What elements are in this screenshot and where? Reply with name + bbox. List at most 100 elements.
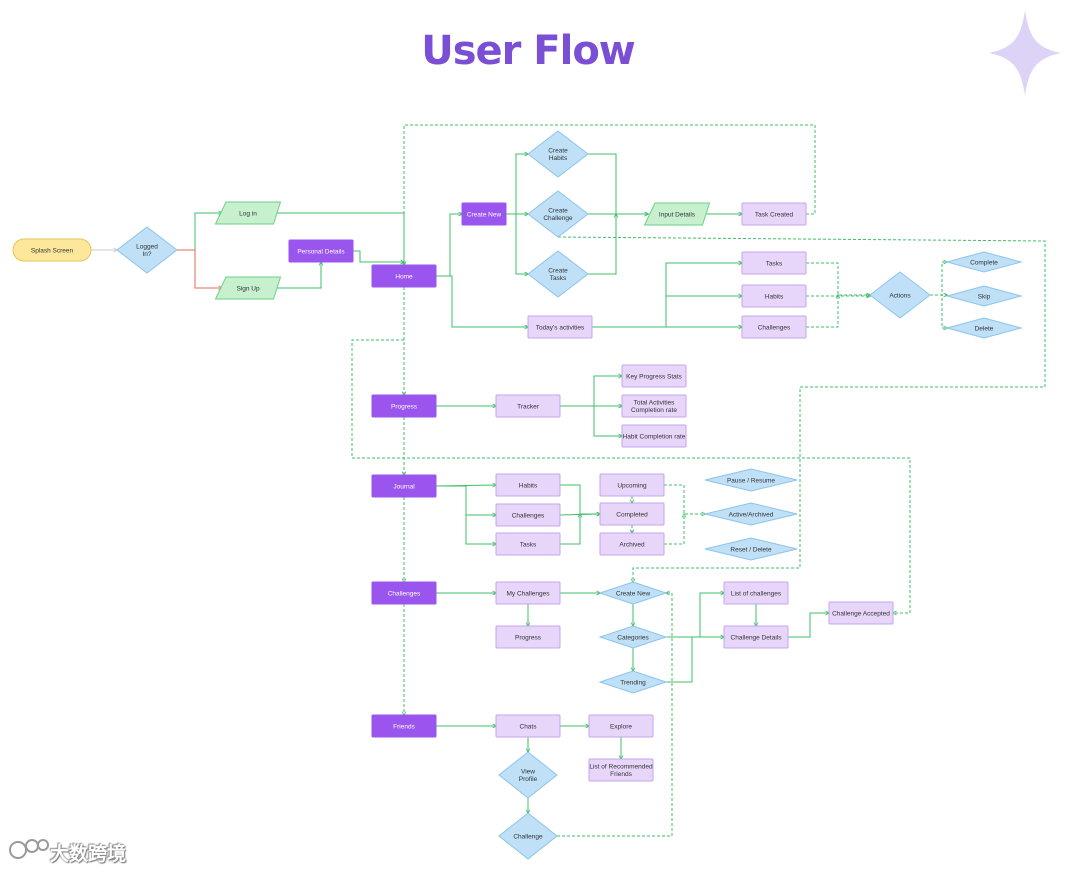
node-label-view-profile: View (521, 769, 535, 776)
edge-actions-to-complete (930, 262, 947, 296)
node-label-log-in: Log in (239, 210, 257, 217)
node-label-create-challenge: Create (548, 208, 568, 215)
node-complete: Complete (945, 251, 1023, 273)
node-label-skip: Skip (978, 293, 991, 300)
edge-fchallenge-to-createnew (557, 593, 673, 837)
node-c-progress: Progress (495, 625, 561, 649)
node-label-list-recommended: List of Recommended (589, 764, 653, 771)
node-j-tasks: Tasks (495, 532, 561, 556)
node-label-create-habits: Habits (549, 155, 568, 162)
edge-taskcreated-loop (404, 124, 816, 265)
node-label-habits: Habits (765, 293, 784, 300)
node-shape-c-create-new (598, 581, 668, 605)
edge-tasks-to-input (588, 214, 616, 275)
node-splash: Splash Screen (12, 238, 92, 262)
node-label-create-tasks: Tasks (550, 275, 567, 282)
node-shape-trending (598, 670, 668, 694)
edge-home-to-today (436, 275, 528, 327)
node-label-progress: Progress (391, 403, 418, 410)
node-shape-view-profile (498, 751, 558, 799)
node-shape-log-in (214, 201, 282, 225)
node-label-reset-delete: Reset / Delete (730, 546, 772, 553)
node-j-challenges: Challenges (495, 503, 561, 527)
node-tasks: Tasks (741, 251, 807, 275)
node-shape-challenges (741, 315, 807, 339)
edge-home-today-to-challenges-loop (351, 339, 911, 613)
edge-habits-to-input (588, 153, 648, 214)
node-shape-chats (495, 714, 561, 738)
node-todays-activities: Today's activities (527, 315, 593, 339)
node-shape-tasks (741, 251, 807, 275)
node-shape-key-stats (621, 364, 687, 388)
node-friends: Friends (371, 714, 437, 738)
node-reset-delete: Reset / Delete (704, 537, 798, 561)
node-delete: Delete (945, 317, 1023, 339)
edge-details-to-accepted (788, 613, 829, 638)
node-label-c-progress: Progress (515, 634, 542, 641)
edge-tracker-to-habitrate (560, 405, 622, 436)
node-label-create-new: Create New (467, 211, 502, 218)
node-label-j-habits: Habits (519, 482, 538, 489)
node-label-total-activities: Completion rate (631, 407, 677, 414)
node-sign-up: Sign Up (214, 276, 282, 300)
edge-challenge-to-journal-loop (557, 236, 1046, 582)
node-shape-challenge-details (723, 625, 789, 649)
node-shape-j-habits (495, 473, 561, 497)
node-shape-active-archived (704, 502, 798, 526)
node-shape-home (371, 264, 437, 288)
edge-createnew-to-tasks (506, 213, 528, 274)
node-shape-progress (371, 394, 437, 418)
node-shape-completed (599, 502, 665, 526)
node-shape-create-tasks (527, 250, 589, 298)
node-shape-total-activities (621, 394, 687, 418)
edge-personal-to-home (353, 250, 404, 262)
node-my-challenges: My Challenges (495, 581, 561, 605)
node-label-splash: Splash Screen (31, 247, 74, 254)
node-shape-j-challenges (495, 503, 561, 527)
node-shape-splash (12, 238, 92, 262)
node-label-explore: Explore (610, 723, 632, 730)
node-label-journal: Journal (393, 483, 415, 490)
node-label-key-stats: Key Progress Stats (626, 373, 682, 380)
node-label-complete: Complete (970, 259, 998, 266)
node-shape-journal (371, 474, 437, 498)
node-journal: Journal (371, 474, 437, 498)
node-shape-create-challenge (527, 190, 589, 238)
node-shape-explore (588, 714, 654, 738)
node-upcoming: Upcoming (599, 473, 665, 497)
node-label-challenge-accepted: Challenge Accepted (832, 610, 890, 617)
node-explore: Explore (588, 714, 654, 738)
node-label-actions: Actions (889, 292, 911, 299)
node-label-input-details: Input Details (659, 211, 696, 218)
node-label-view-profile: Profile (519, 776, 538, 783)
node-shape-skip (945, 285, 1023, 307)
node-c-create-new: Create New (598, 581, 668, 605)
node-completed: Completed (599, 502, 665, 526)
edge-today-to-tasks (592, 263, 742, 328)
watermark-logo-icon (9, 839, 49, 859)
node-label-habit-completion: Habit Completion rate (623, 433, 686, 440)
node-task-created: Task Created (741, 202, 807, 226)
node-label-logged-in: In? (142, 251, 151, 258)
node-label-categories: Categories (617, 634, 649, 641)
node-label-upcoming: Upcoming (617, 482, 647, 489)
edge-logged-to-login (177, 213, 222, 251)
node-key-stats: Key Progress Stats (621, 364, 687, 388)
node-shape-my-challenges (495, 581, 561, 605)
node-shape-pause-resume (704, 468, 798, 492)
node-personal-details: Personal Details (288, 239, 354, 263)
node-label-friends: Friends (393, 723, 415, 730)
node-label-j-tasks: Tasks (520, 541, 537, 548)
node-shape-categories (598, 625, 668, 649)
node-label-pause-resume: Pause / Resume (727, 477, 775, 484)
node-pause-resume: Pause / Resume (704, 468, 798, 492)
node-shape-actions (869, 271, 931, 319)
node-shape-task-created (741, 202, 807, 226)
node-label-challenges-main: Challenges (388, 590, 421, 597)
node-shape-logged-in (116, 226, 178, 274)
node-challenges: Challenges (741, 315, 807, 339)
node-shape-challenges-main (371, 581, 437, 605)
